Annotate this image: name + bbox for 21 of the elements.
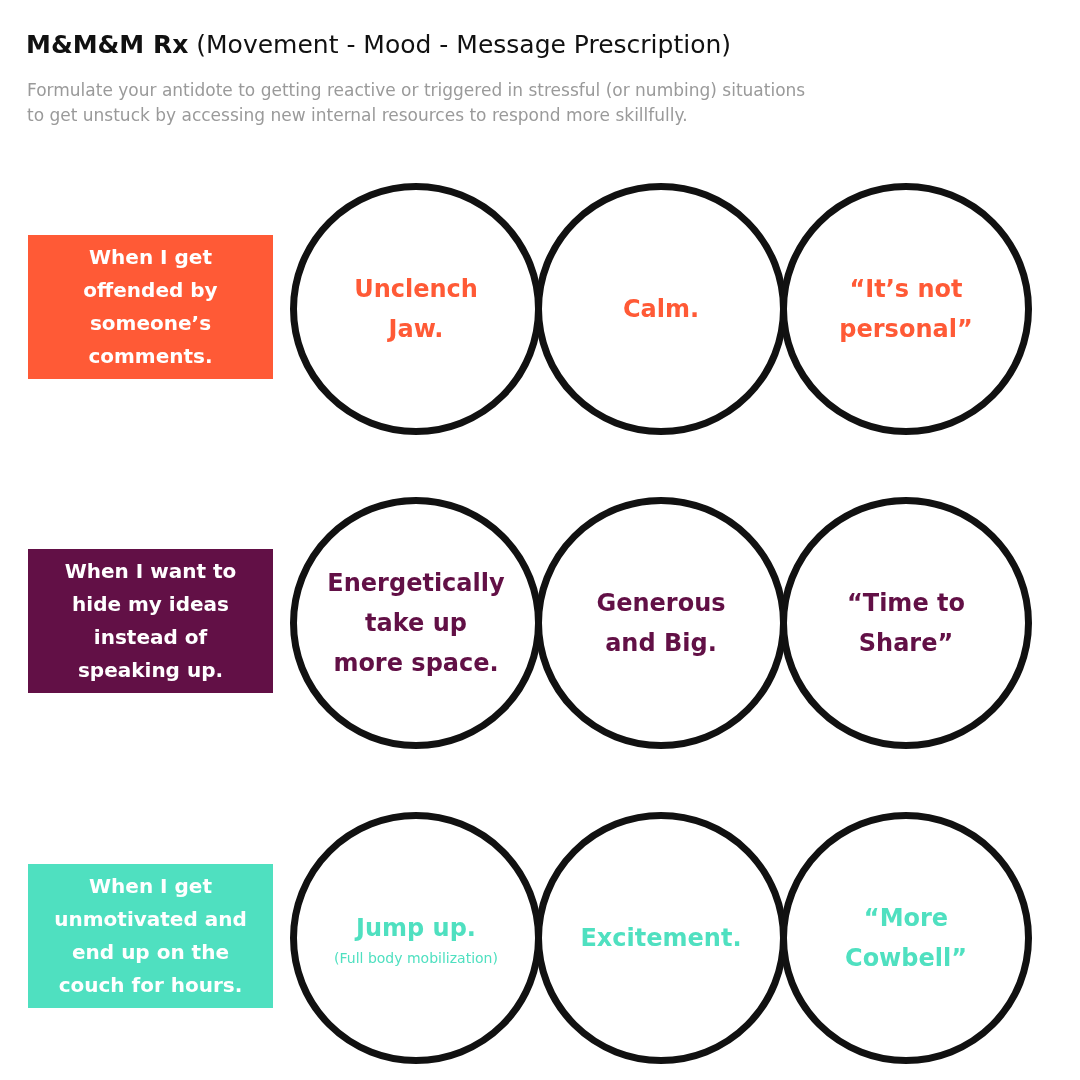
circle-text: Jump up. [356, 913, 476, 944]
circle-text: Unclench Jaw. [353, 274, 479, 345]
note-text: (Full body mobilization) [334, 949, 498, 968]
subtitle: Formulate your antidote to getting reactive or triggered in stressful (or numbing) situations to get unstuck by accessing new internal resources to respond more skillfully. [27, 79, 807, 127]
situation-text: When I get unmotivated and end up on the couch for hours. [53, 873, 248, 999]
circle-text: Calm. [622, 294, 700, 325]
situation-text: When I want to hide my ideas instead of speaking up. [63, 558, 238, 684]
circle-text: Energetically take up more space. [327, 568, 505, 679]
circle-text: “Time to Share” [846, 588, 966, 659]
title: M&M&M Rx (Movement - Mood - Message Prescription) [26, 30, 732, 59]
circle-node [780, 183, 1032, 435]
circle-text: “It’s not personal” [838, 274, 974, 345]
circle-text: Excitement. [580, 923, 742, 954]
circle-node [780, 812, 1032, 1064]
situation-box [28, 864, 273, 1008]
circle-text: Generous and Big. [595, 588, 727, 659]
situation-box [28, 235, 273, 379]
circle-text: “More Cowbell” [844, 903, 968, 974]
situation-box [28, 549, 273, 693]
circle-node [780, 497, 1032, 749]
situation-text: When I get offended by someone’s comments. [82, 244, 219, 370]
